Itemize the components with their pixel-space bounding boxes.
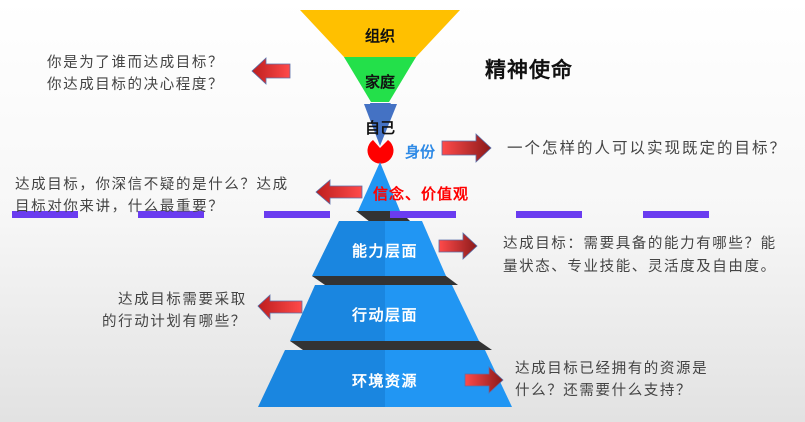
environment-question-line-1: 达成目标已经拥有的资源是 [515, 361, 709, 377]
funnel-label-self: 自己 [364, 119, 395, 137]
underline-bar-5 [516, 211, 582, 218]
underline-bar-3 [264, 211, 330, 218]
pyramid-top-tier [358, 162, 400, 211]
ability-question-line-1: 达成目标：需要具备的能力有哪些？能 [503, 236, 777, 252]
arrow-right-environment [464, 366, 504, 394]
funnel-tier-organization [300, 10, 460, 57]
pyramid-tier-environment-light [385, 350, 512, 407]
beliefs-question-line-1: 达成目标，你深信不疑的是什么？达成 [15, 177, 289, 193]
identity-circle [367, 140, 394, 164]
identity-label: 身份 [405, 143, 436, 161]
pyramid-tier-environment-dark [258, 350, 385, 407]
arrow-right-ability [438, 232, 478, 260]
pyramid-tier-action-dark [290, 285, 385, 341]
tier-label-action: 行动层面 [351, 306, 418, 324]
mission-question-line-1: 你是为了谁而达成目标？ [47, 55, 225, 71]
beliefs-label: 信念、价值观 [373, 185, 470, 203]
action-question-line-1: 达成目标需要采取 [118, 292, 247, 308]
arrow-right-identity [441, 133, 492, 163]
funnel-tier-family-fix [344, 57, 416, 102]
pyramid-tier-ability-light [385, 221, 446, 276]
pyramid-tier-ability-shadow [312, 276, 458, 285]
ability-question-line-2: 量状态、专业技能、灵活度及自由度。 [503, 259, 777, 275]
beliefs-question-line-2: 目标对你来讲，什么最重要？ [15, 199, 225, 215]
arrow-left-action [257, 294, 303, 321]
action-question-line-2: 的行动计划有哪些？ [102, 314, 247, 330]
pyramid-tier-action-light [385, 285, 479, 341]
underline-bar-6 [643, 211, 709, 218]
tier-label-ability: 能力层面 [351, 242, 418, 260]
mission-question-line-2: 你达成目标的决心程度？ [47, 77, 225, 93]
page-title: 精神使命 [485, 58, 573, 82]
pyramid-tier-ability-dark [312, 221, 385, 276]
identity-question: 一个怎样的人可以实现既定的目标？ [507, 139, 788, 157]
underline-bar-2 [138, 211, 204, 218]
funnel-label-organization: 组织 [364, 27, 395, 45]
funnel-label-family: 家庭 [364, 73, 395, 91]
funnel-self-tip [364, 104, 397, 146]
environment-question-line-2: 什么？还需要什么支持？ [515, 383, 693, 399]
arrow-left-mission [251, 57, 291, 85]
arrow-left-beliefs [315, 179, 363, 205]
underline-bar-4 [390, 211, 456, 218]
tier-label-environment: 环境资源 [351, 372, 418, 390]
pyramid-tier-action-shadow [290, 341, 492, 350]
underline-bar-1 [12, 211, 78, 218]
